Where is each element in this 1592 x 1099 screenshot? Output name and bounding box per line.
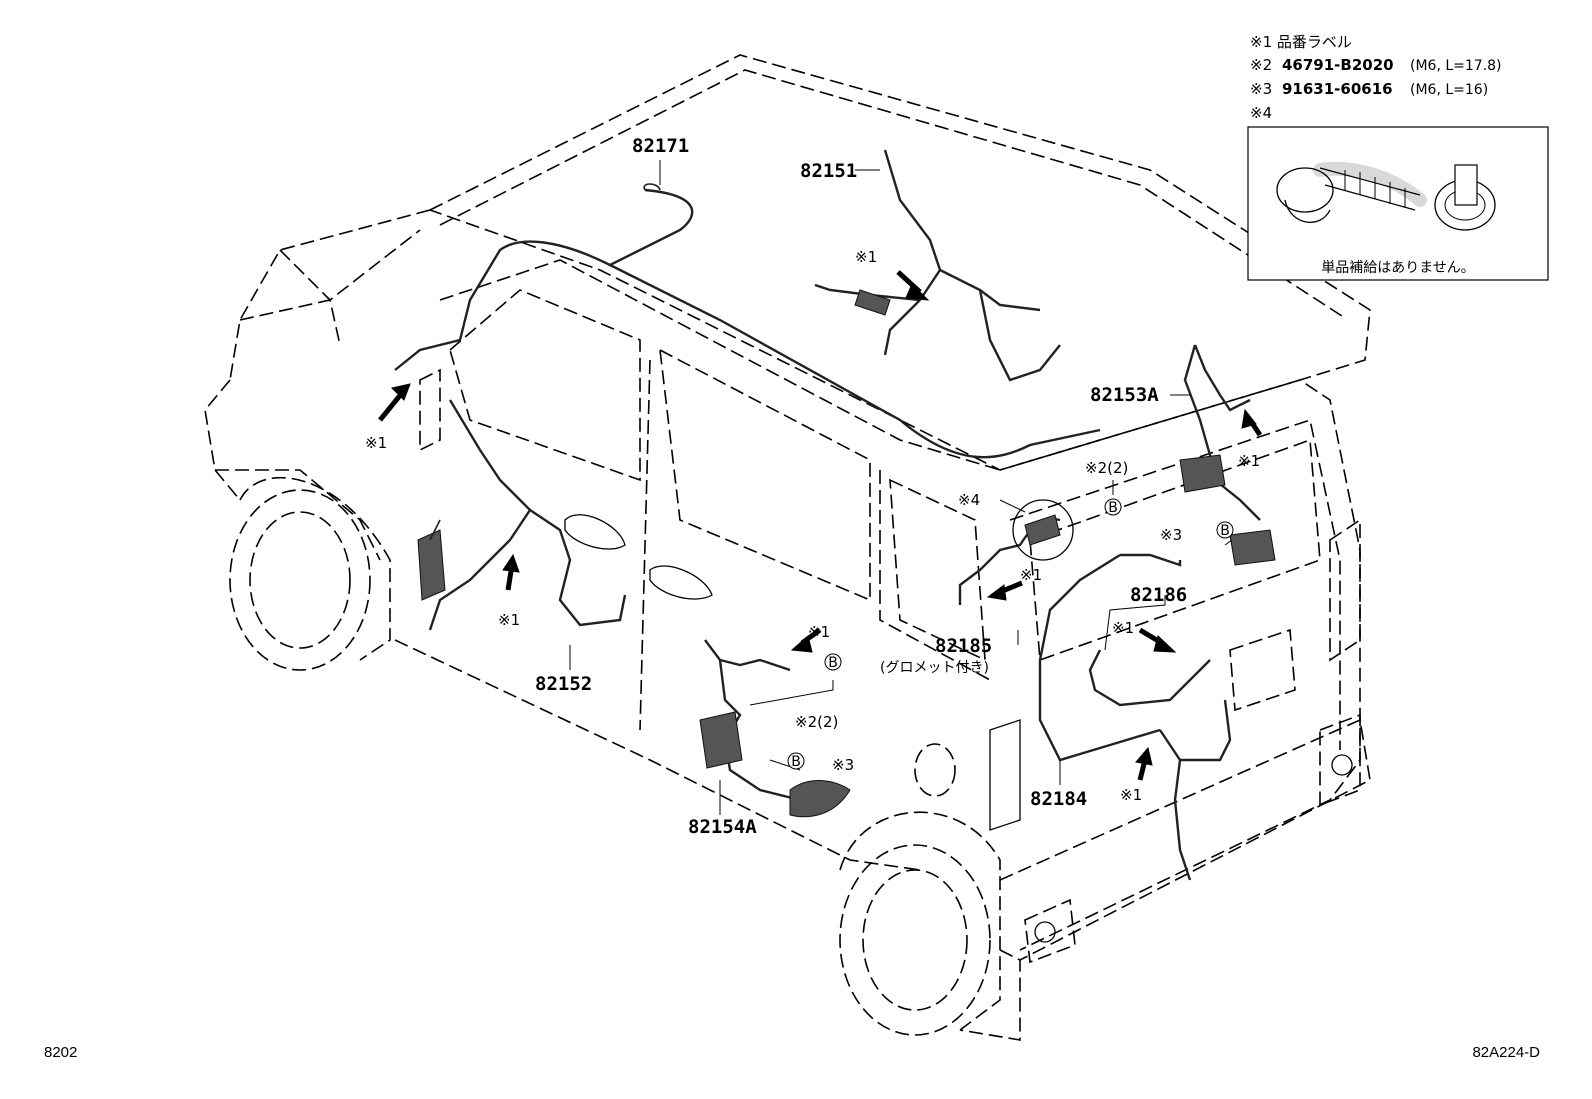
roof-harness-82151 xyxy=(814,149,1061,382)
mark-note-3-b: ※3 xyxy=(832,756,854,774)
front-door-harness-82152 xyxy=(417,399,627,631)
label-arrows xyxy=(378,270,1263,781)
callout-82185: 82185 xyxy=(935,635,992,657)
svg-text:B: B xyxy=(791,754,801,770)
b-marker-d: B xyxy=(787,752,805,770)
callout-82184: 82184 xyxy=(1030,788,1087,810)
back-door-harness-82186 xyxy=(1088,649,1232,881)
slide-door-handle xyxy=(649,565,713,600)
footer-right-code: 82A224-D xyxy=(1472,1044,1540,1061)
b-marker-c: B xyxy=(824,653,842,671)
slide-door-harness-82154A xyxy=(699,639,851,818)
mark-note-2x2-a: ※2(2) xyxy=(1085,459,1128,477)
b-markers: B B B B xyxy=(787,498,1234,770)
legend-note-1: ※1 品番ラベル xyxy=(1250,33,1352,51)
legend-note-3-spec: (M6, L=16) xyxy=(1410,82,1488,98)
legend-note-4: ※4 xyxy=(1250,104,1272,122)
legend-note-2-part: 46791-B2020 xyxy=(1282,56,1394,74)
rear-wheel xyxy=(839,844,991,1036)
back-door-harness-82153A xyxy=(1179,344,1276,566)
front-door-handle xyxy=(564,514,626,550)
mark-note-1-c: ※1 xyxy=(1238,452,1260,470)
inset-caption: 単品補給はありません。 xyxy=(1321,260,1475,276)
callout-82151: 82151 xyxy=(800,160,857,182)
b-marker-b: B xyxy=(1216,521,1234,539)
back-door-harness-82184 xyxy=(1038,553,1182,762)
legend-note-2-spec: (M6, L=17.8) xyxy=(1410,58,1502,74)
legend-note-2-mark: ※2 xyxy=(1250,56,1272,74)
mark-note-3-a: ※3 xyxy=(1160,526,1182,544)
front-wheel xyxy=(229,489,371,671)
leader-lines xyxy=(569,160,1233,815)
mark-note-1-g: ※1 xyxy=(1112,619,1134,637)
callout-82185-note: (グロメット付き) xyxy=(880,660,989,676)
mark-note-1-d: ※1 xyxy=(498,611,520,629)
part-callouts: 82171 82151 82153A 82152 82154A 82185 (グ… xyxy=(535,135,1187,838)
callout-82154A: 82154A xyxy=(688,816,757,838)
mark-note-1-e: ※1 xyxy=(808,623,830,641)
grommet-illustration xyxy=(1276,161,1496,231)
quarter-harness-82185 xyxy=(958,499,1074,605)
mark-note-2x2-b: ※2(2) xyxy=(795,713,838,731)
svg-text:B: B xyxy=(1220,523,1230,539)
roof-harness-82171 xyxy=(394,183,1101,459)
callout-82171: 82171 xyxy=(632,135,689,157)
callout-82186: 82186 xyxy=(1130,584,1187,606)
mark-note-1-h: ※1 xyxy=(1120,786,1142,804)
b-marker-a: B xyxy=(1104,498,1122,516)
legend: ※1 品番ラベル ※2 46791-B2020 (M6, L=17.8) ※3 … xyxy=(1250,33,1502,122)
mark-labels: ※1 ※1 ※1 ※1 ※1 ※1 ※1 ※1 ※4 ※3 ※3 ※2(2) ※… xyxy=(365,248,1260,804)
callout-82153A: 82153A xyxy=(1090,384,1159,406)
svg-text:B: B xyxy=(828,655,838,671)
footer-left-code: 8202 xyxy=(44,1044,77,1061)
mark-note-1-f: ※1 xyxy=(1020,566,1042,584)
mark-note-1-a: ※1 xyxy=(365,434,387,452)
callout-82152: 82152 xyxy=(535,673,592,695)
legend-note-3-mark: ※3 xyxy=(1250,80,1272,98)
vehicle-body-outline xyxy=(204,54,1371,1041)
mark-note-1-b: ※1 xyxy=(855,248,877,266)
mark-note-4: ※4 xyxy=(958,491,980,509)
svg-text:B: B xyxy=(1108,500,1118,516)
inset-box: 単品補給はありません。 xyxy=(1247,126,1549,281)
legend-note-3-part: 91631-60616 xyxy=(1282,80,1393,98)
